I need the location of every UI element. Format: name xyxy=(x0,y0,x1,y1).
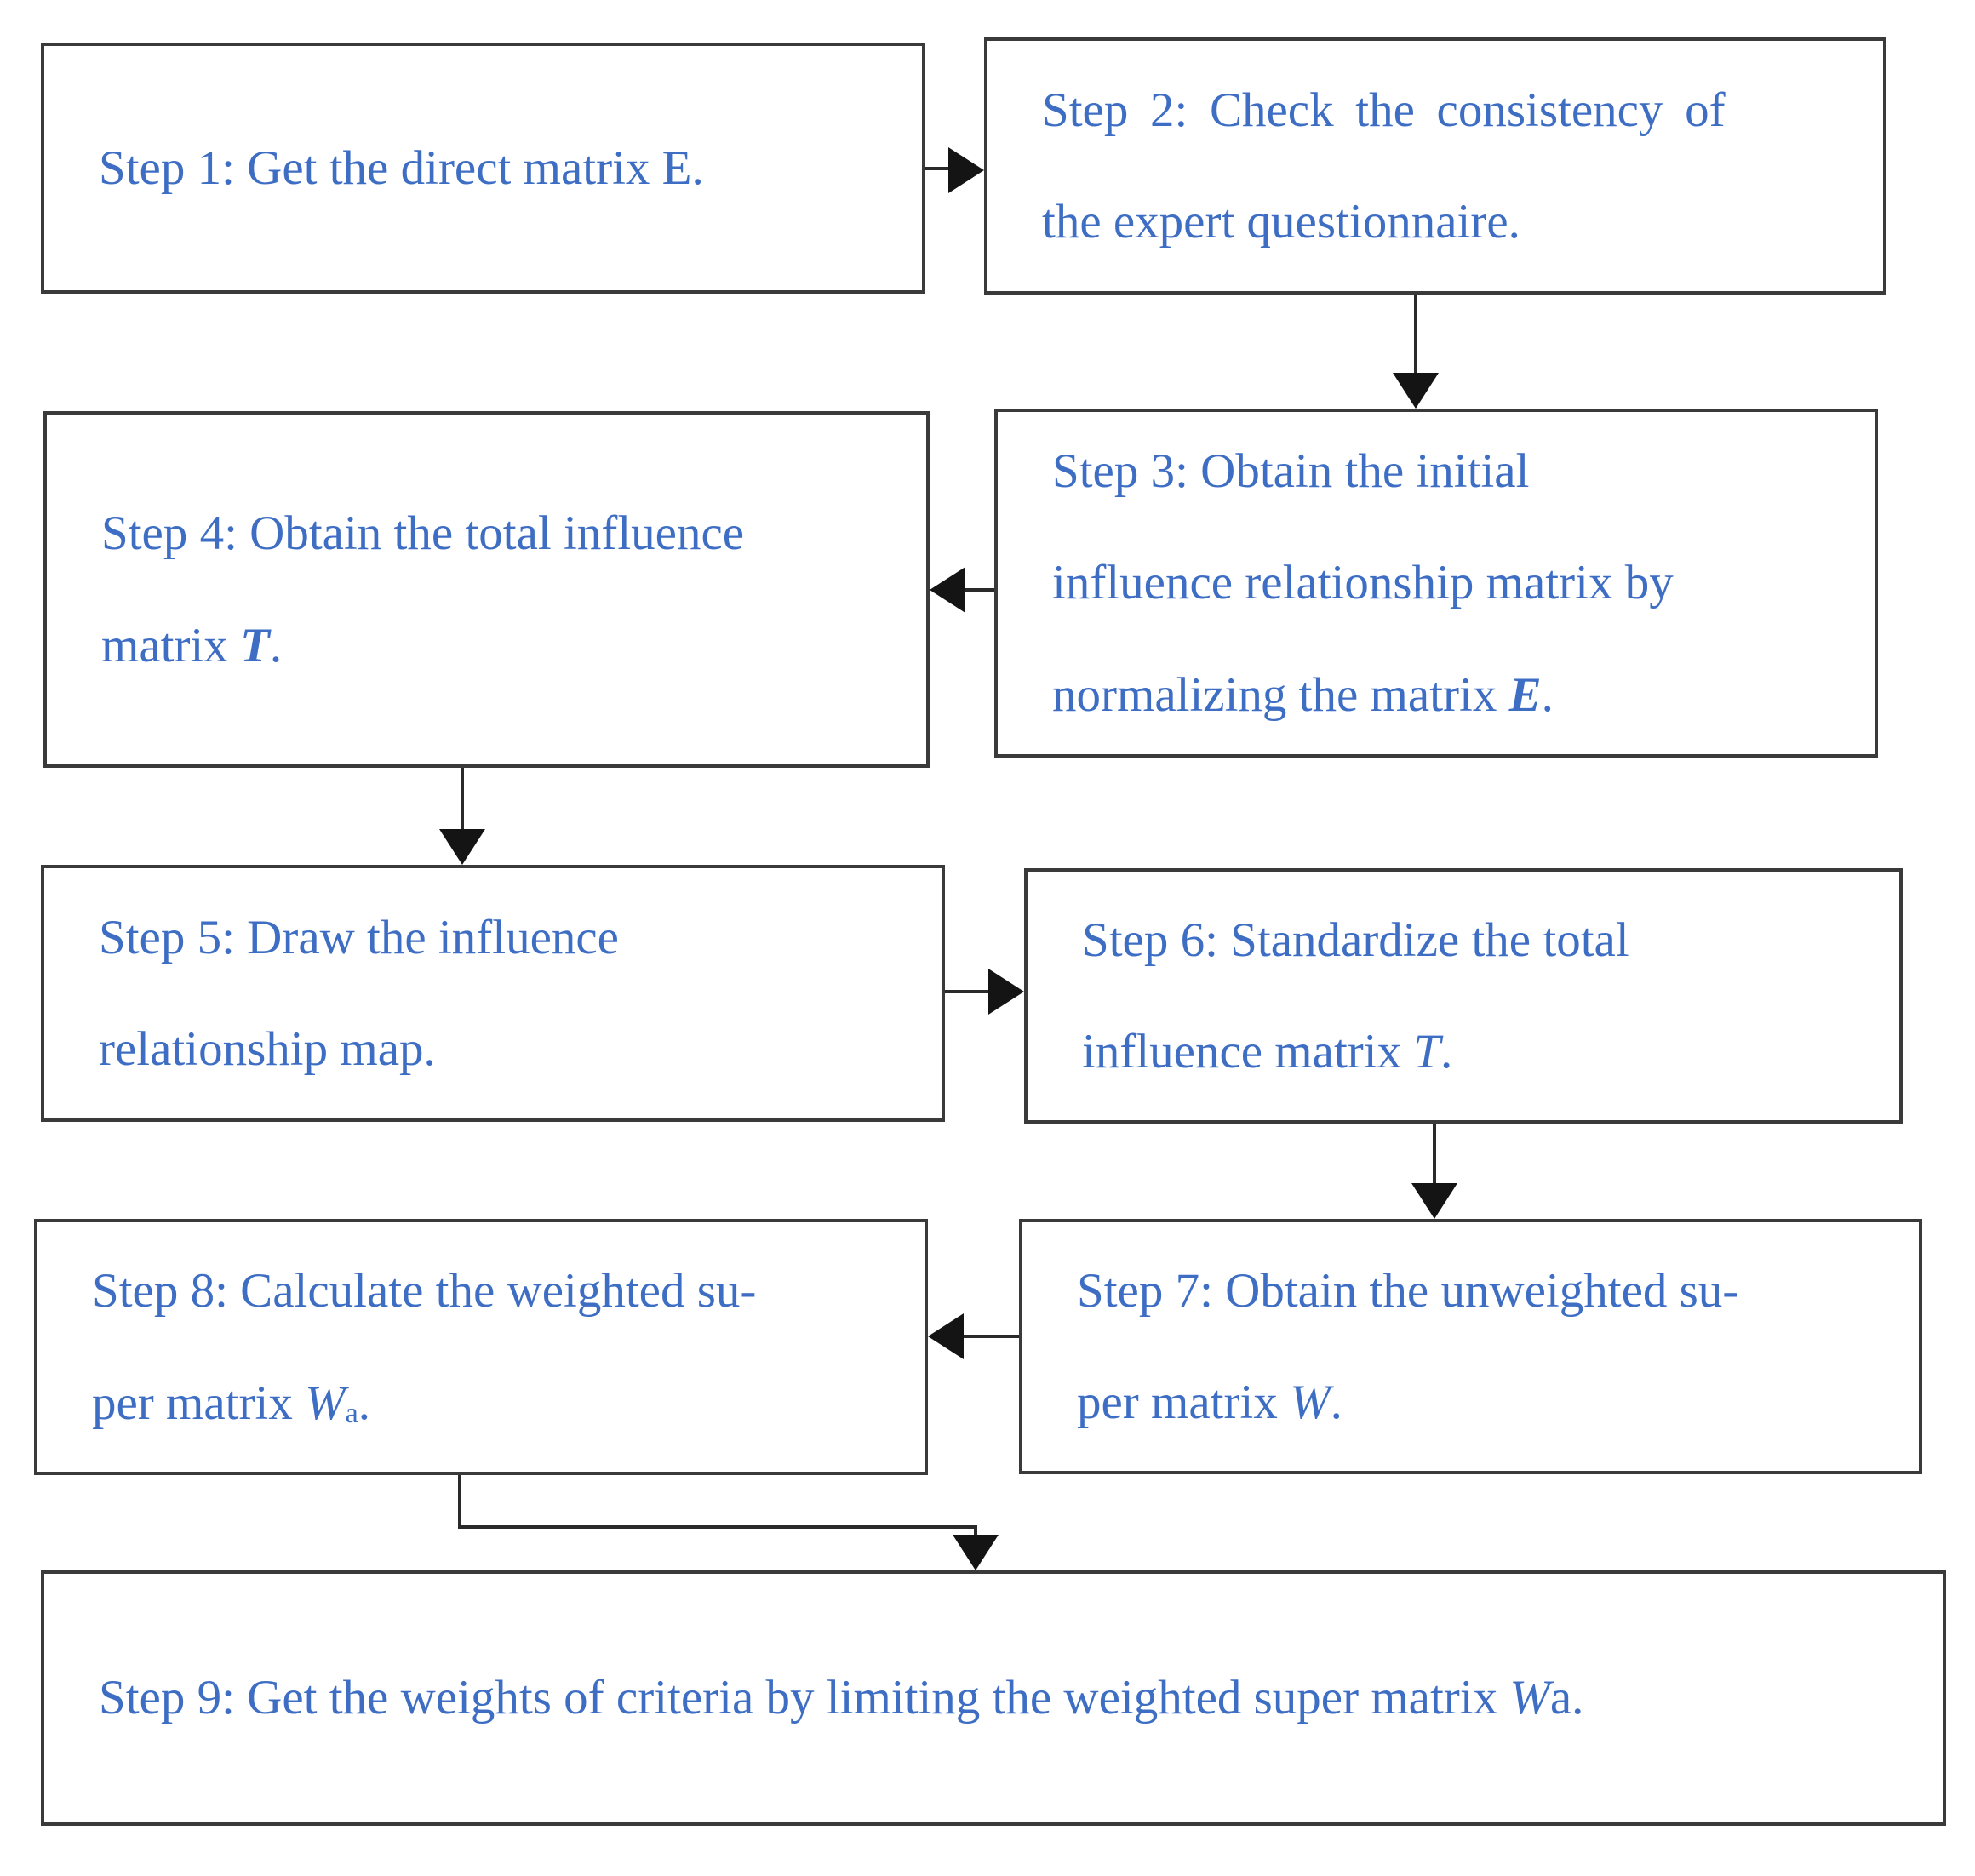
text-segment: Step 1: Get the direct matrix E. xyxy=(99,140,704,195)
step-7-line-2: per matrix W. xyxy=(1077,1347,1864,1458)
arrow-line xyxy=(1414,295,1417,375)
step-4-box: Step 4: Obtain the total influence matri… xyxy=(43,411,930,768)
step-3-line-3: normalizing the matrix E. xyxy=(1052,639,1820,751)
text-segment: Step 4: Obtain the total influence xyxy=(101,506,745,561)
step-7-line-1: Step 7: Obtain the unweighted su- xyxy=(1077,1235,1864,1347)
step-3-line-2: influence relationship matrix by xyxy=(1052,527,1820,638)
matrix-W-symbol: W xyxy=(1290,1376,1331,1429)
text-segment: . xyxy=(358,1376,370,1430)
arrow-line xyxy=(945,990,990,993)
step-9-box: Step 9: Get the weights of criteria by l… xyxy=(41,1570,1946,1826)
step-2-box: Step 2: Check the consistency of the exp… xyxy=(984,37,1886,295)
step-9-line-1: Step 9: Get the weights of criteria by l… xyxy=(99,1642,1888,1753)
arrow-line xyxy=(458,1475,461,1529)
step-6-line-2: influence matrix T. xyxy=(1082,996,1845,1107)
step-2-line-1: Step 2: Check the consistency of xyxy=(1042,54,1829,166)
text-segment: normalizing the matrix xyxy=(1052,667,1509,722)
text-segment: relationship map. xyxy=(99,1022,436,1076)
matrix-T-symbol: T xyxy=(240,618,270,672)
step-5-line-1: Step 5: Draw the influence xyxy=(99,882,887,993)
text-segment: . xyxy=(269,618,283,672)
step-5-line-2: relationship map. xyxy=(99,993,887,1105)
matrix-E-symbol: E xyxy=(1508,667,1542,722)
text-segment: per matrix xyxy=(92,1376,306,1430)
arrow-right-icon xyxy=(948,147,984,193)
text-segment: . xyxy=(1440,1025,1453,1078)
matrix-T-symbol: T xyxy=(1413,1025,1441,1078)
step-3-line-1: Step 3: Obtain the initial xyxy=(1052,415,1820,527)
text-segment: Step 8: Calculate the weighted su- xyxy=(92,1264,757,1318)
step-1-box: Step 1: Get the direct matrix E. xyxy=(41,43,925,294)
arrow-line xyxy=(1433,1124,1436,1185)
matrix-Wa-symbol: W xyxy=(1509,1671,1550,1725)
text-segment: influence matrix xyxy=(1082,1025,1414,1078)
arrow-down-icon xyxy=(439,829,485,865)
text-segment: Step 3: Obtain the initial xyxy=(1052,444,1530,499)
step-3-box: Step 3: Obtain the initial influence rel… xyxy=(994,409,1878,758)
step-8-line-1: Step 8: Calculate the weighted su- xyxy=(92,1235,870,1347)
step-8-line-2: per matrix Wa. xyxy=(92,1347,870,1459)
step-5-box: Step 5: Draw the influence relationship … xyxy=(41,865,945,1122)
arrow-line xyxy=(974,1525,977,1538)
matrix-Wa-symbol: W xyxy=(305,1376,346,1430)
arrow-line xyxy=(964,1335,1019,1338)
text-segment: . xyxy=(1541,667,1554,722)
text-segment: . xyxy=(1330,1376,1342,1429)
text-segment: Step 6: Standardize the total xyxy=(1082,912,1629,967)
text-segment: Step 2: Check the consistency of xyxy=(1042,83,1726,137)
text-segment: Step 5: Draw the influence xyxy=(99,910,619,964)
arrow-down-icon xyxy=(953,1535,999,1570)
text-segment: Step 9: Get the weights of criteria by l… xyxy=(99,1671,1510,1725)
arrow-left-icon xyxy=(930,567,965,613)
arrow-line xyxy=(461,768,464,831)
arrow-line xyxy=(964,588,994,592)
step-6-box: Step 6: Standardize the total influence … xyxy=(1024,868,1903,1124)
step-6-line-1: Step 6: Standardize the total xyxy=(1082,884,1845,996)
step-1-line-1: Step 1: Get the direct matrix E. xyxy=(99,112,867,224)
arrow-right-icon xyxy=(988,969,1024,1015)
text-segment: a. xyxy=(1549,1671,1584,1725)
step-4-line-1: Step 4: Obtain the total influence xyxy=(101,478,872,589)
arrow-left-icon xyxy=(928,1313,964,1359)
step-4-line-2: matrix T. xyxy=(101,590,872,701)
subscript-a: a xyxy=(345,1398,358,1430)
text-segment: Step 7: Obtain the unweighted su- xyxy=(1077,1263,1739,1318)
text-segment: influence relationship matrix by xyxy=(1052,556,1674,610)
arrow-down-icon xyxy=(1393,373,1439,409)
arrow-line xyxy=(458,1525,977,1529)
step-7-box: Step 7: Obtain the unweighted su- per ma… xyxy=(1019,1219,1922,1474)
step-8-box: Step 8: Calculate the weighted su- per m… xyxy=(34,1219,928,1475)
text-segment: per matrix xyxy=(1077,1376,1291,1429)
arrow-down-icon xyxy=(1411,1183,1457,1219)
text-segment: matrix xyxy=(101,618,241,672)
arrow-line xyxy=(925,167,951,170)
step-2-line-2: the expert questionnaire. xyxy=(1042,166,1829,277)
text-segment: the expert questionnaire. xyxy=(1042,195,1520,249)
